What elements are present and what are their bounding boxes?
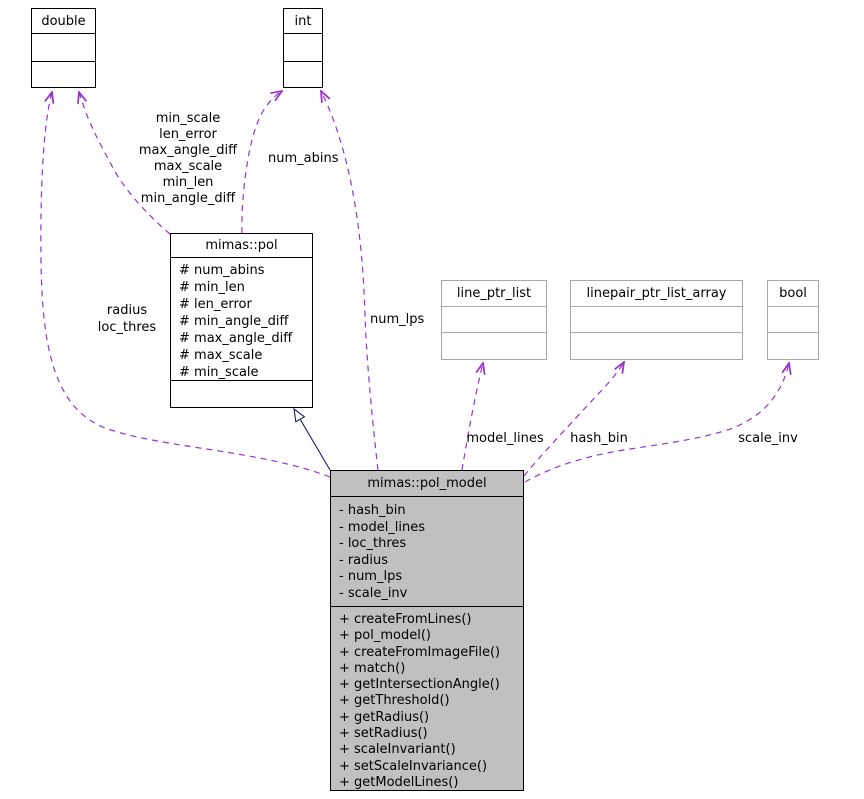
attribute-row: - radius: [339, 552, 389, 568]
edge-hash-bin: [523, 362, 624, 477]
class-box-mimas-pol-model[interactable]: mimas::pol_model - hash_bin- model_lines…: [330, 470, 524, 791]
empty-attributes-compartment: [284, 34, 322, 62]
class-box-line-ptr-list[interactable]: line_ptr_list: [441, 280, 547, 360]
method-row: + createFromImageFile(): [339, 644, 501, 660]
edge-label-line: loc_thres: [97, 320, 157, 335]
class-box-linepair-ptr-list-array[interactable]: linepair_ptr_list_array: [570, 280, 743, 360]
inheritance-arrowhead: [293, 407, 306, 423]
method-row: + getIntersectionAngle(): [339, 677, 500, 693]
edge-label-model-lines: model_lines: [466, 431, 544, 446]
empty-attributes-compartment: [571, 307, 742, 333]
class-box-double[interactable]: double: [31, 8, 96, 88]
class-box-bool[interactable]: bool: [767, 280, 819, 360]
method-row: + scaleInvariant(): [339, 742, 456, 758]
empty-attributes-compartment: [442, 307, 546, 333]
edge-label-line: len_error: [159, 127, 217, 142]
attribute-row: # num_abins: [179, 263, 265, 278]
edge-label-hash-bin: hash_bin: [570, 431, 628, 446]
empty-methods-compartment: [171, 381, 312, 407]
method-row: + match(): [339, 660, 406, 676]
edge-label-line: max_scale: [153, 159, 223, 174]
empty-methods-compartment: [284, 62, 322, 87]
edge-pol-uses-double: [79, 92, 171, 235]
empty-methods-compartment: [571, 333, 742, 359]
class-title[interactable]: int: [284, 9, 322, 34]
attributes-compartment: - hash_bin- model_lines- loc_thres- radi…: [331, 497, 523, 607]
attribute-row: # max_angle_diff: [179, 331, 293, 346]
attribute-row: # max_scale: [179, 348, 263, 363]
edge-inheritance: [299, 418, 331, 471]
attribute-row: # min_angle_diff: [179, 314, 289, 329]
attribute-row: # min_scale: [179, 365, 259, 380]
edge-label-scale-inv: scale_inv: [738, 431, 798, 446]
class-box-mimas-pol[interactable]: mimas::pol # num_abins# min_len# len_err…: [170, 233, 313, 408]
methods-compartment: + createFromLines()+ pol_model()+ create…: [331, 607, 523, 790]
method-row: + getThreshold(): [339, 693, 450, 709]
empty-attributes-compartment: [32, 34, 95, 62]
edge-label-line: min_len: [162, 175, 214, 190]
edge-label-num-lps: num_lps: [370, 312, 425, 327]
attribute-row: - hash_bin: [339, 503, 406, 518]
class-title[interactable]: linepair_ptr_list_array: [571, 281, 742, 307]
attribute-row: # len_error: [179, 297, 252, 312]
edge-model-lines: [461, 363, 483, 471]
class-title[interactable]: line_ptr_list: [442, 281, 546, 307]
edge-label-line: min_scale: [155, 111, 221, 126]
class-box-int[interactable]: int: [283, 8, 323, 88]
edge-label-line: max_angle_diff: [138, 143, 238, 158]
class-title[interactable]: mimas::pol: [171, 234, 312, 258]
method-row: + setRadius(): [339, 726, 428, 742]
edge-radius-loc-thres: [40, 92, 331, 478]
method-row: + setScaleInvariance(): [339, 758, 488, 774]
attribute-row: - num_lps: [339, 569, 403, 585]
attribute-row: - model_lines: [339, 519, 426, 535]
edge-label-num-abins: num_abins: [268, 151, 339, 166]
class-title[interactable]: bool: [768, 281, 818, 307]
empty-attributes-compartment: [768, 307, 818, 333]
edge-label-radius-loc-thres: radius loc_thres: [98, 302, 156, 336]
method-row: + pol_model(): [339, 628, 431, 644]
empty-methods-compartment: [768, 333, 818, 359]
edge-label-line: min_angle_diff: [140, 191, 236, 206]
edge-scale-inv: [524, 363, 789, 483]
attributes-compartment: # num_abins # min_len # len_error # min_ang…: [171, 258, 312, 381]
empty-methods-compartment: [32, 62, 95, 87]
empty-methods-compartment: [442, 333, 546, 359]
method-row: + createFromLines(): [339, 612, 472, 627]
edge-label-line: radius: [106, 303, 148, 318]
attribute-row: - scale_inv: [339, 585, 408, 601]
class-title[interactable]: mimas::pol_model: [331, 471, 523, 497]
attribute-row: # min_len: [179, 280, 245, 295]
edge-num-lps: [321, 91, 379, 471]
method-row: + getModelLines(): [339, 774, 459, 790]
class-title[interactable]: double: [32, 9, 95, 34]
method-row: + getRadius(): [339, 709, 430, 725]
attribute-row: - loc_thres: [339, 536, 407, 552]
